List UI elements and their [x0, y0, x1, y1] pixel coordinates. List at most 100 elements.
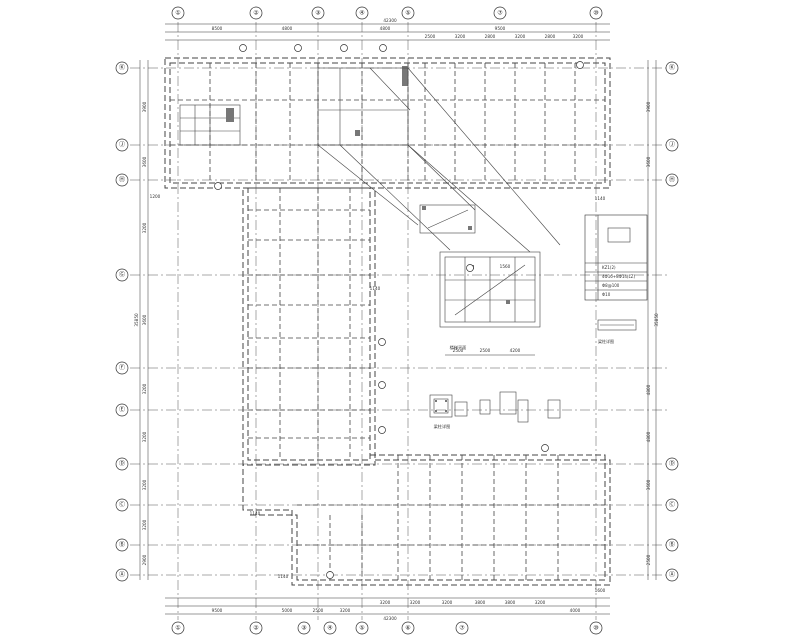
beam-column-details: 梁柱详图 — [429, 391, 561, 430]
left-dim-6: 3200 — [142, 431, 147, 442]
axis-right-A: Ⓐ — [669, 571, 675, 579]
axis-right-B: Ⓑ — [669, 541, 675, 549]
stair-room-detail — [179, 66, 408, 146]
misc-annotations: 1140 1140 1140 1140 1560 1200 1600 — [150, 194, 606, 593]
axis-bot-3: ③ — [301, 625, 306, 632]
axis-bubbles-left: Ⓚ Ⓙ Ⓗ Ⓖ Ⓕ Ⓔ Ⓓ Ⓒ Ⓑ Ⓐ — [115, 61, 129, 582]
axis-left-K: Ⓚ — [119, 64, 125, 72]
axis-left-D: Ⓓ — [119, 460, 125, 468]
axis-right-C: Ⓒ — [669, 501, 675, 509]
right-total-dim: 35850 — [654, 313, 659, 327]
top-dim-2: 4800 — [282, 26, 293, 31]
axis-grid — [130, 22, 668, 620]
bottom-dim-r1-4: 3800 — [475, 600, 486, 605]
annot-7: 1600 — [595, 588, 606, 593]
right-dim-1: 3900 — [646, 101, 651, 112]
axis-bot-7: ⑦ — [459, 625, 465, 632]
axis-left-C: Ⓒ — [119, 501, 125, 509]
top-dim-r2-4: 3200 — [515, 34, 526, 39]
axis-top-1: ① — [175, 10, 180, 17]
axis-left-A: Ⓐ — [119, 571, 125, 579]
axis-bot-10: ⑩ — [593, 625, 598, 632]
bottom-dim-r2-4: 3200 — [340, 608, 351, 613]
axis-bot-1: ① — [175, 625, 180, 632]
table-row-4: Φ10 — [602, 292, 611, 297]
bottom-dim-r1-5: 3800 — [505, 600, 516, 605]
left-dim-2: 3600 — [142, 156, 147, 167]
building-outline — [164, 57, 611, 586]
axis-right-K: Ⓚ — [669, 64, 675, 72]
annot-2: 1140 — [278, 574, 289, 579]
axis-right-J: Ⓙ — [669, 141, 675, 149]
top-total-dim: 42300 — [383, 18, 397, 23]
top-dim-r2-6: 3200 — [573, 34, 584, 39]
left-dim-3: 3200 — [142, 222, 147, 233]
bottom-wing-beams — [297, 455, 605, 580]
bottom-dim-r2-3: 2500 — [313, 608, 324, 613]
left-dimension-chain: 35850 3900 3600 3200 3600 3200 3200 3200… — [134, 60, 149, 580]
left-dim-9: 2900 — [142, 554, 147, 565]
axis-left-F: Ⓕ — [119, 364, 125, 372]
top-dim-3: 4800 — [380, 26, 391, 31]
detail-box-small — [419, 204, 476, 234]
stair-dim-2: 2500 — [480, 348, 491, 353]
bottom-dim-r2-1: 9500 — [212, 608, 223, 613]
axis-top-6: ⑦ — [497, 10, 503, 17]
bottom-dim-r1-6: 3200 — [535, 600, 546, 605]
axis-left-E: Ⓔ — [119, 406, 125, 414]
stair-plan-detail: 2500 2500 4200 楼梯平面 — [439, 251, 541, 356]
top-dim-r2-2: 3200 — [455, 34, 466, 39]
axis-left-H: Ⓗ — [119, 176, 125, 184]
axis-right-D: Ⓓ — [669, 460, 675, 468]
bottom-total-dim: 42300 — [383, 616, 397, 621]
left-dim-4: 3600 — [142, 314, 147, 325]
bottom-dim-r1-3: 3200 — [442, 600, 453, 605]
bottom-dim-r1-1: 3200 — [380, 600, 391, 605]
axis-bubbles-bottom: ① ② ③ ④ ⑤ ⑥ ⑦ ⑩ — [171, 621, 603, 635]
section-markers — [214, 44, 584, 579]
right-dim-4: 4800 — [646, 431, 651, 442]
bottom-dim-r1-2: 3200 — [410, 600, 421, 605]
axis-right-H: Ⓗ — [669, 176, 675, 184]
top-dim-r2-1: 2500 — [425, 34, 436, 39]
annot-4: 1140 — [595, 196, 606, 201]
left-wing-beams — [248, 188, 370, 460]
stair-dim-1: 2500 — [453, 348, 464, 353]
annot-3: 1140 — [370, 286, 381, 291]
axis-top-2: ② — [253, 10, 259, 17]
axis-bot-6: ⑥ — [405, 625, 410, 632]
right-dim-3: 4800 — [646, 384, 651, 395]
top-dim-r2-5: 2800 — [545, 34, 556, 39]
stair-dim-3: 4200 — [510, 348, 521, 353]
table-row-1: KZ1(2) — [602, 265, 616, 270]
stair-well — [317, 67, 561, 253]
axis-top-4: ④ — [359, 10, 364, 17]
right-dimension-chain: 35850 3900 3600 4800 4800 3600 2500 — [646, 60, 659, 580]
bottom-dimension-chain: 3200 3200 3200 3800 3800 3200 9500 5000 … — [165, 597, 610, 621]
annot-5: 1560 — [500, 264, 511, 269]
axis-top-10: ⑩ — [593, 10, 598, 17]
axis-bot-2: ② — [253, 625, 259, 632]
bottom-dim-r2-2: 5000 — [282, 608, 293, 613]
table-row-3: Φ8@100 — [602, 283, 620, 288]
right-dim-6: 2500 — [646, 554, 651, 565]
left-total-dim: 35850 — [134, 313, 139, 327]
bottom-dim-r2-5: 4000 — [570, 608, 581, 613]
axis-top-5: ⑤ — [405, 10, 410, 17]
table-row-2: 4Φ16+8Φ14(LZ) — [602, 274, 635, 279]
right-dim-5: 3600 — [646, 479, 651, 490]
axis-bubbles-top: ① ② ③ ④ ⑤ ⑦ ⑩ — [171, 6, 603, 20]
section-note: 梁柱详图 — [598, 338, 614, 344]
axis-left-G: Ⓖ — [119, 271, 125, 279]
top-dim-1: 8500 — [212, 26, 223, 31]
top-dim-4: 9500 — [495, 26, 506, 31]
axis-left-J: Ⓙ — [119, 141, 125, 149]
column-schedule-table: KZ1(2) 4Φ16+8Φ14(LZ) Φ8@100 Φ10 梁柱详图 — [584, 214, 648, 344]
left-dim-8: 3200 — [142, 519, 147, 530]
left-dim-7: 3200 — [142, 479, 147, 490]
axis-left-B: Ⓑ — [119, 541, 125, 549]
axis-bubbles-right: Ⓚ Ⓙ Ⓗ Ⓓ Ⓒ Ⓑ Ⓐ — [665, 61, 679, 582]
left-dim-5: 3200 — [142, 383, 147, 394]
top-wing-beams — [170, 63, 605, 183]
